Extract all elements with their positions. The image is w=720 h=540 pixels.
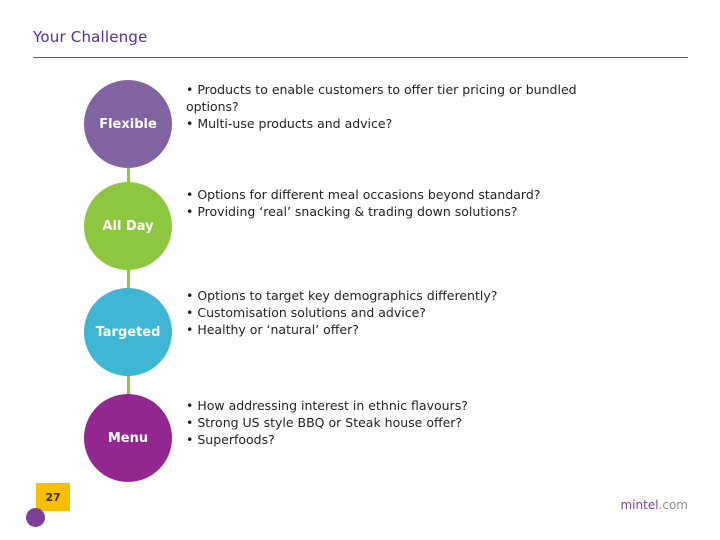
stage-circle-label: Targeted — [95, 324, 161, 340]
bullet-item: • Options for different meal occasions b… — [186, 187, 541, 202]
bullet-item: • Multi-use products and advice? — [186, 116, 393, 131]
decorative-purple-dot — [26, 508, 45, 527]
stage-circle-flexible: Flexible — [84, 80, 172, 168]
bullet-group-targeted: • Options to target key demographics dif… — [186, 287, 686, 338]
bullet-item: • Customisation solutions and advice? — [186, 305, 426, 320]
bullet-item: • Superfoods? — [186, 432, 275, 447]
page-title: Your Challenge — [33, 28, 148, 46]
stage-circle-all-day: All Day — [84, 182, 172, 270]
bullet-item: • Products to enable customers to offer … — [186, 82, 577, 114]
footer-brand-suffix: .com — [658, 498, 688, 512]
stage-circle-label: All Day — [102, 218, 154, 234]
bullet-item: • How addressing interest in ethnic flav… — [186, 398, 468, 413]
bullet-group-all-day: • Options for different meal occasions b… — [186, 186, 686, 220]
bullet-group-flexible: • Products to enable customers to offer … — [186, 81, 686, 132]
stage-circle-label: Flexible — [99, 116, 157, 132]
bullet-item: • Strong US style BBQ or Steak house off… — [186, 415, 463, 430]
bullet-item: • Options to target key demographics dif… — [186, 288, 498, 303]
bullet-item: • Providing ‘real’ snacking & trading do… — [186, 204, 518, 219]
vertical-connector-line — [127, 86, 130, 476]
title-divider — [33, 57, 688, 58]
page-number-badge: 27 — [36, 483, 70, 511]
footer-brand-name: mintel — [620, 498, 659, 512]
stage-circle-menu: Menu — [84, 394, 172, 482]
bullet-group-menu: • How addressing interest in ethnic flav… — [186, 397, 686, 448]
stage-circle-targeted: Targeted — [84, 288, 172, 376]
stage-circle-label: Menu — [107, 430, 149, 446]
footer-brand: mintel.com — [620, 498, 688, 512]
bullet-item: • Healthy or ‘natural’ offer? — [186, 322, 359, 337]
